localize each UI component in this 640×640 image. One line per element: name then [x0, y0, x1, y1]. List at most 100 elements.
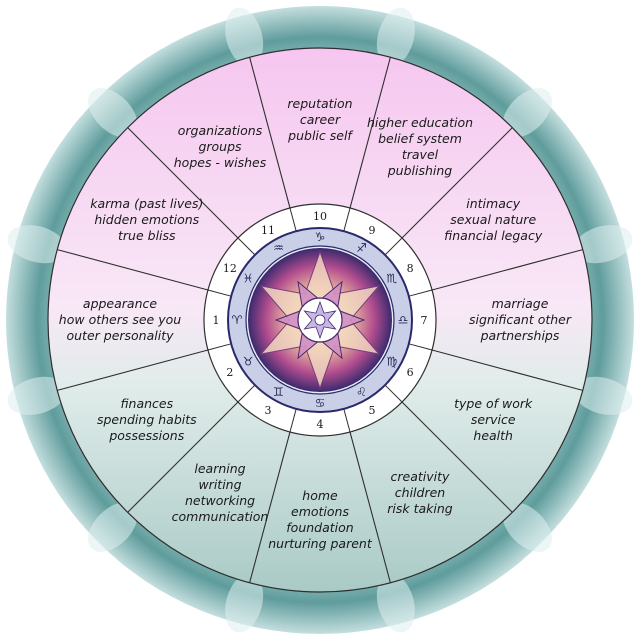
house-number-1: 1	[213, 314, 220, 327]
number-ring-divider	[384, 384, 403, 403]
house-11-label: hopes - wishes	[174, 155, 267, 170]
house-cusp-line	[57, 349, 209, 391]
center-star-icon	[259, 250, 381, 390]
petal-shape	[7, 376, 67, 415]
house-6-label: health	[473, 428, 513, 443]
number-ring-divider	[343, 408, 351, 433]
zodiac-sign-icon: ♊	[273, 385, 284, 399]
house-4-label: nurturing parent	[268, 536, 373, 551]
zodiac-sign-icon: ♎	[398, 313, 409, 327]
number-ring-divider	[207, 289, 232, 297]
number-ring-divider	[289, 408, 297, 433]
house-7-label: partnerships	[480, 328, 560, 343]
petal-shape	[502, 88, 552, 138]
house-number-3: 3	[265, 404, 272, 417]
house-10-label: career	[300, 112, 341, 127]
house-12-label: karma (past lives)	[90, 196, 203, 211]
house-number-10: 10	[313, 210, 327, 223]
house-cusp-line	[431, 349, 583, 391]
house-cusp-line	[249, 431, 291, 583]
zodiac-sign-icon: ♓	[243, 272, 254, 286]
zodiac-sign-icon: ♈	[232, 313, 243, 327]
number-ring-divider	[408, 343, 433, 351]
house-6-label: service	[471, 412, 516, 427]
house-number-11: 11	[261, 224, 275, 237]
house-cusp-line	[349, 57, 391, 209]
house-9-label: travel	[402, 147, 439, 162]
petal-shape	[376, 573, 415, 633]
number-ring-divider	[343, 207, 351, 232]
house-12-label: true bliss	[118, 228, 176, 243]
house-7-label: marriage	[492, 296, 549, 311]
number-ring-divider	[237, 384, 256, 403]
house-4-label: home	[302, 488, 338, 503]
house-8-label: sexual nature	[450, 212, 536, 227]
house-3-label: writing	[198, 477, 241, 492]
house-7-label: significant other	[469, 312, 572, 327]
house-5-label: children	[395, 485, 446, 500]
number-ring-divider	[408, 289, 433, 297]
house-number-12: 12	[223, 262, 237, 275]
house-cusp-line	[57, 249, 209, 291]
house-cusp-line	[249, 57, 291, 209]
house-2-label: possessions	[108, 428, 184, 443]
house-cusp-line	[127, 127, 239, 239]
house-2-label: finances	[120, 396, 173, 411]
house-9-label: belief system	[378, 131, 462, 146]
house-6-label: type of work	[454, 396, 533, 411]
outer-ring-petals	[7, 7, 633, 633]
house-dividers	[57, 57, 583, 583]
house-10-label: reputation	[287, 96, 352, 111]
house-8-label: intimacy	[466, 196, 520, 211]
house-11-label: organizations	[178, 123, 263, 138]
number-ring-divider	[384, 237, 403, 256]
house-1-label: appearance	[83, 296, 157, 311]
house-number-9: 9	[369, 224, 376, 237]
zodiac-sign-icon: ♑	[315, 230, 326, 244]
house-3-label: learning	[194, 461, 245, 476]
house-number-7: 7	[421, 314, 428, 327]
number-ring-divider	[289, 207, 297, 232]
zodiac-sign-icon: ♍	[386, 355, 397, 369]
house-5-label: risk taking	[387, 501, 453, 516]
house-number-5: 5	[369, 404, 376, 417]
petal-shape	[502, 502, 552, 552]
house-number-4: 4	[317, 418, 324, 431]
zodiac-sign-icon: ♏	[386, 272, 397, 286]
number-ring-dividers	[207, 207, 433, 433]
star-center	[314, 314, 326, 326]
house-3-label: communication	[172, 509, 269, 524]
house-cusp-line	[349, 431, 391, 583]
house-1-label: outer personality	[66, 328, 174, 343]
petal-shape	[573, 376, 633, 415]
house-9-label: higher education	[367, 115, 473, 130]
house-number-2: 2	[226, 366, 233, 379]
zodiac-sign-icon: ♋	[315, 396, 326, 410]
house-2-label: spending habits	[97, 412, 197, 427]
petal-shape	[225, 573, 264, 633]
house-12-label: hidden emotions	[94, 212, 199, 227]
petal-shape	[7, 225, 67, 264]
house-11-label: groups	[198, 139, 242, 154]
house-number-8: 8	[407, 262, 414, 275]
house-cusp-line	[401, 401, 513, 513]
number-ring-divider	[207, 343, 232, 351]
house-1-label: how others see you	[59, 312, 181, 327]
house-cusp-line	[127, 401, 239, 513]
petal-shape	[225, 7, 264, 67]
zodiac-sign-icon: ♐	[356, 241, 367, 255]
house-3-label: networking	[185, 493, 255, 508]
house-10-label: public self	[287, 128, 353, 143]
petal-shape	[88, 502, 138, 552]
house-4-label: emotions	[291, 504, 349, 519]
house-number-6: 6	[407, 366, 414, 379]
zodiac-sign-icon: ♉	[243, 355, 254, 369]
petal-shape	[376, 7, 415, 67]
petal-shape	[88, 88, 138, 138]
house-8-label: financial legacy	[444, 228, 543, 243]
house-9-label: publishing	[387, 163, 453, 178]
house-cusp-line	[431, 249, 583, 291]
zodiac-sign-icon: ♒	[273, 241, 284, 255]
